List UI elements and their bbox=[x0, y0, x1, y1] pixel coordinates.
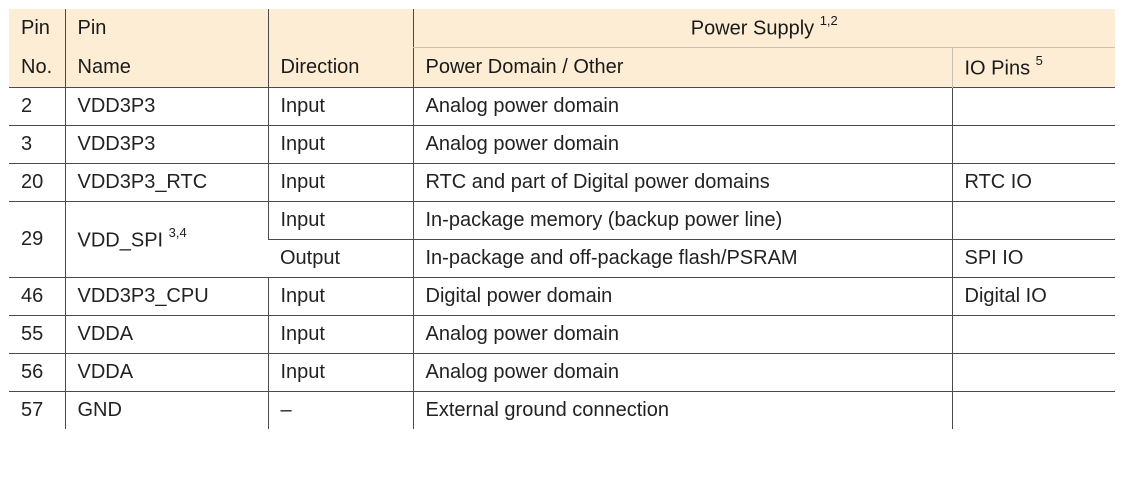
table-row: 46 VDD3P3_CPU Input Digital power domain… bbox=[9, 277, 1116, 316]
pin-name: VDDA bbox=[64, 353, 268, 392]
table-row: Output In-package and off-package flash/… bbox=[9, 239, 1116, 278]
pin-direction: Input bbox=[267, 315, 413, 354]
pin-power-domain: Analog power domain bbox=[412, 353, 952, 392]
pin-number: 46 bbox=[9, 277, 65, 316]
header-io-pins-label: IO Pins bbox=[964, 57, 1031, 80]
table-row: 55 VDDA Input Analog power domain bbox=[9, 315, 1116, 354]
pin-direction: Input bbox=[267, 201, 413, 240]
pin-direction: Input bbox=[267, 277, 413, 316]
pin-io bbox=[951, 125, 1116, 164]
table-header: Pin Pin Power Supply 1,2 No. Name Direct… bbox=[9, 9, 1116, 88]
header-pin-no-top: Pin bbox=[9, 9, 65, 48]
table-row: 2 VDD3P3 Input Analog power domain bbox=[9, 87, 1116, 126]
pin-power-domain: External ground connection bbox=[412, 391, 952, 429]
pin-name: VDD3P3 bbox=[64, 87, 268, 126]
pin-number: 55 bbox=[9, 315, 65, 354]
header-io-pins-footnote: 5 bbox=[1035, 52, 1043, 68]
pin-io bbox=[951, 391, 1116, 429]
header-io-pins: IO Pins 5 bbox=[951, 47, 1116, 88]
pin-number: 57 bbox=[9, 391, 65, 429]
pin-name: VDDA bbox=[64, 315, 268, 354]
pin-direction: Input bbox=[267, 125, 413, 164]
pin-power-domain: Digital power domain bbox=[412, 277, 952, 316]
header-power-supply-footnote: 1,2 bbox=[819, 13, 838, 29]
pin-io bbox=[951, 87, 1116, 126]
table-row: 56 VDDA Input Analog power domain bbox=[9, 353, 1116, 392]
table-row: 29 VDD_SPI 3,4 Input In-package memory (… bbox=[9, 201, 1116, 278]
pin-name: GND bbox=[64, 391, 268, 429]
table-row: 57 GND – External ground connection bbox=[9, 391, 1116, 429]
pin-direction: Input bbox=[267, 87, 413, 126]
pin-power-domain: Analog power domain bbox=[412, 315, 952, 354]
pin-direction: Input bbox=[267, 353, 413, 392]
header-power-domain: Power Domain / Other bbox=[412, 47, 952, 88]
header-power-supply-label: Power Supply bbox=[690, 17, 815, 40]
header-pin-name-top: Pin bbox=[64, 9, 268, 48]
table-body: 2 VDD3P3 Input Analog power domain 3 VDD… bbox=[9, 87, 1116, 429]
pin-name: VDD3P3_RTC bbox=[64, 163, 268, 202]
pin-name: VDD_SPI 3,4 bbox=[64, 201, 268, 278]
pin-number: 2 bbox=[9, 87, 65, 126]
pin-power-domain: Analog power domain bbox=[412, 87, 952, 126]
header-direction-top bbox=[267, 9, 413, 48]
pin-power-domain: In-package memory (backup power line) bbox=[412, 201, 952, 240]
pin-power-domain: Analog power domain bbox=[412, 125, 952, 164]
pin-io: RTC IO bbox=[951, 163, 1116, 202]
pin-number: 20 bbox=[9, 163, 65, 202]
header-direction: Direction bbox=[267, 47, 413, 88]
pin-io bbox=[951, 315, 1116, 354]
pin-direction: Output bbox=[268, 239, 413, 278]
pin-number: 3 bbox=[9, 125, 65, 164]
header-pin-no-bottom: No. bbox=[9, 47, 65, 88]
pin-direction: – bbox=[267, 391, 413, 429]
pin-name: VDD3P3_CPU bbox=[64, 277, 268, 316]
table-row: 20 VDD3P3_RTC Input RTC and part of Digi… bbox=[9, 163, 1116, 202]
pin-power-domain: RTC and part of Digital power domains bbox=[412, 163, 952, 202]
pin-name: VDD3P3 bbox=[64, 125, 268, 164]
pin-name-label: VDD_SPI bbox=[77, 229, 164, 252]
power-pins-table: Pin Pin Power Supply 1,2 No. Name Direct… bbox=[9, 9, 1116, 429]
pin-power-domain: In-package and off-package flash/PSRAM bbox=[412, 239, 952, 278]
pin-io bbox=[951, 201, 1116, 240]
pin-io bbox=[951, 353, 1116, 392]
pin-number: 29 bbox=[9, 201, 65, 278]
table-row: 3 VDD3P3 Input Analog power domain bbox=[9, 125, 1116, 164]
pin-name-footnote: 3,4 bbox=[168, 224, 187, 240]
pin-number: 56 bbox=[9, 353, 65, 392]
pin-direction: Input bbox=[267, 163, 413, 202]
pin-io: SPI IO bbox=[951, 239, 1116, 278]
pin-io: Digital IO bbox=[951, 277, 1116, 316]
header-pin-name-bottom: Name bbox=[64, 47, 268, 88]
header-power-supply: Power Supply 1,2 bbox=[412, 9, 1116, 48]
